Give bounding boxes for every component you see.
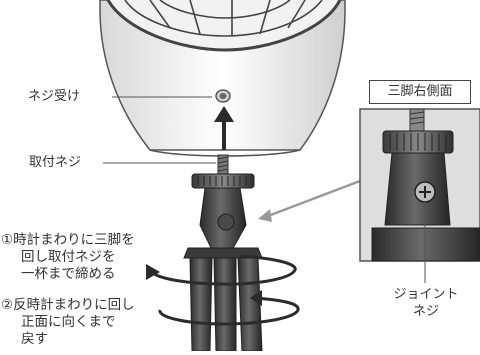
pointer-to-inset [258, 179, 361, 222]
tripod-head [191, 173, 255, 251]
fan-body [99, 0, 346, 157]
step2-line1: ②反時計まわりに回し [1, 297, 135, 313]
clockwise-rotation-arrow [146, 254, 297, 286]
tripod-legs [183, 247, 263, 352]
screw-receiver-hole [215, 89, 231, 103]
step2-line3: 戻す [21, 331, 48, 347]
screw-receiver-label: ネジ受け [28, 89, 81, 104]
step1-line1: ①時計まわりに三脚を [1, 232, 135, 248]
mount-screw-label: 取付ネジ [29, 155, 82, 170]
inset-title: 三脚右側面 [369, 80, 471, 104]
step2-line2: 正面に向くまで [21, 314, 116, 330]
up-arrow [214, 106, 234, 150]
mount-screw [217, 154, 229, 176]
joint-screw-label-line2: ネジ [412, 304, 439, 319]
step1-line2: 回し取付ネジを [21, 249, 116, 265]
joint-screw-label-line1: ジョイント [393, 287, 459, 302]
step1-line3: 一杯まで締める [21, 266, 116, 282]
inset-side-view [359, 108, 480, 283]
counterclockwise-rotation-arrow [158, 290, 300, 326]
